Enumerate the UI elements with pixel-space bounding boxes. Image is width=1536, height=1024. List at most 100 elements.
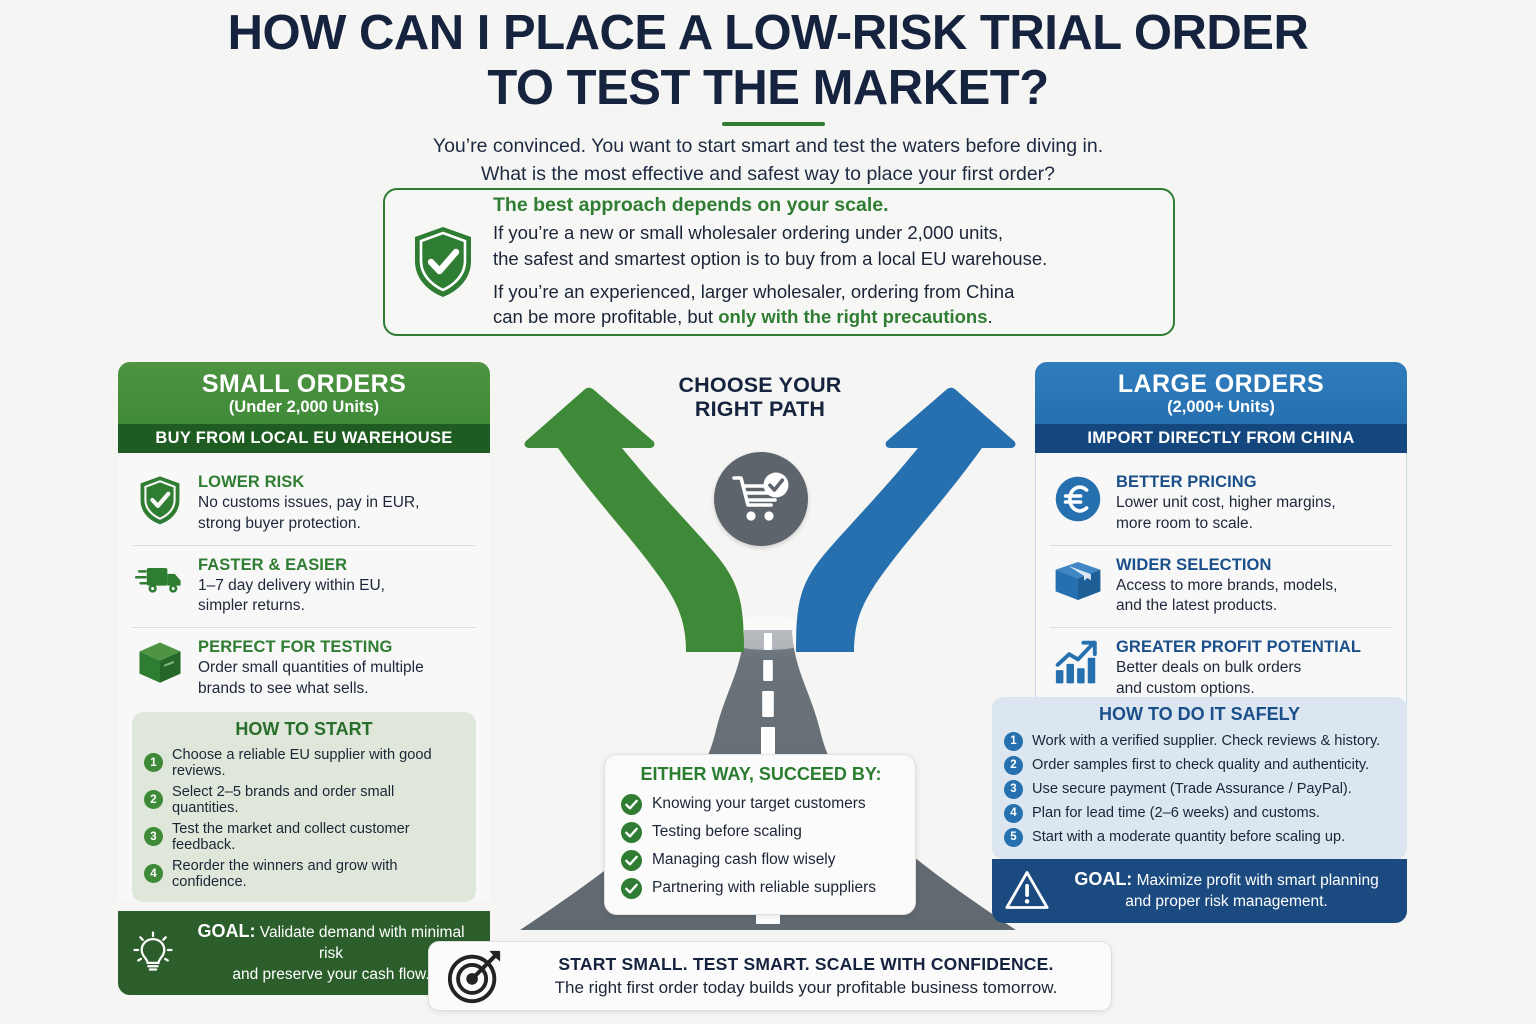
- how-to-do-it-safely-title: HOW TO DO IT SAFELY: [1098, 704, 1300, 724]
- title-underline: [722, 122, 825, 126]
- feature-desc-line-1: Lower unit cost, higher margins,: [1116, 494, 1336, 512]
- feature-heading: LOWER RISK: [198, 473, 305, 492]
- small-orders-subtitle: (Under 2,000 Units): [228, 398, 380, 417]
- either-way-box: EITHER WAY, SUCCEED BY: Knowing your tar…: [604, 754, 916, 915]
- either-way-item: Knowing your target customers: [621, 790, 901, 818]
- panel-large-orders: LARGE ORDERS (2,000+ Units) IMPORT DIREC…: [1035, 362, 1407, 735]
- growth-chart-icon: [1052, 638, 1104, 686]
- curved-arrow-right-icon: [796, 387, 1016, 652]
- either-way-text: Partnering with reliable suppliers: [652, 879, 877, 896]
- callout-para1-line2: the safest and smartest option is to buy…: [493, 247, 1048, 269]
- step-number: 3: [1004, 779, 1023, 799]
- bottom-banner-text: START SMALL. TEST SMART. SCALE WITH CONF…: [519, 954, 1093, 998]
- small-orders-goal: GOAL: Validate demand with minimal risk …: [118, 911, 490, 996]
- center-label-line-1: CHOOSE YOUR: [678, 373, 842, 397]
- step-number: 1: [144, 753, 163, 773]
- shield-check-icon: [407, 225, 479, 299]
- large-orders-subtitle: (2,000+ Units): [1167, 398, 1275, 417]
- either-way-title: EITHER WAY, SUCCEED BY:: [640, 764, 882, 784]
- goal-line-1: Validate demand with minimal risk: [259, 924, 465, 962]
- callout-para2-line1: If you’re an experienced, larger wholesa…: [493, 280, 1015, 302]
- either-way-text: Managing cash flow wisely: [652, 851, 836, 868]
- goal-line-2: and proper risk management.: [1125, 892, 1328, 910]
- large-orders-goal: GOAL: Maximize profit with smart plannin…: [992, 859, 1407, 923]
- feature-lower-risk: LOWER RISK No customs issues, pay in EUR…: [132, 463, 476, 545]
- path-arrows: [524, 387, 1016, 652]
- feature-text: WIDER SELECTION Access to more brands, m…: [1116, 556, 1390, 617]
- callout-para1-line1: If you’re a new or small wholesaler orde…: [493, 222, 1004, 244]
- shield-check-icon: [134, 473, 186, 525]
- page-title: HOW CAN I PLACE A LOW-RISK TRIAL ORDER T…: [0, 6, 1536, 116]
- center-label: CHOOSE YOUR RIGHT PATH: [640, 373, 880, 421]
- feature-desc-line-1: Order small quantities of multiple: [198, 659, 424, 677]
- goal-label: GOAL:: [1074, 869, 1133, 889]
- page-subtitle: You’re convinced. You want to start smar…: [0, 133, 1536, 189]
- feature-better-pricing: BETTER PRICING Lower unit cost, higher m…: [1050, 463, 1392, 545]
- goal-text: GOAL: Maximize profit with smart plannin…: [1060, 868, 1393, 913]
- goal-label: GOAL:: [197, 921, 256, 942]
- warning-triangle-icon: [1004, 869, 1050, 911]
- step-number: 4: [1004, 803, 1023, 823]
- feature-perfect-for-testing: PERFECT FOR TESTING Order small quantiti…: [132, 627, 476, 710]
- callout-highlight: only with the right precautions: [718, 306, 988, 328]
- bottom-banner-line-2: The right first order today builds your …: [554, 978, 1058, 997]
- step-item: 4 Plan for lead time (2–6 weeks) and cus…: [1004, 801, 1395, 825]
- feature-desc-line-2: and the latest products.: [1116, 597, 1278, 615]
- lightbulb-icon: [130, 931, 176, 975]
- feature-heading: BETTER PRICING: [1116, 473, 1257, 492]
- check-circle-icon: [621, 821, 642, 843]
- step-text: Test the market and collect customer fee…: [172, 820, 410, 853]
- center-label-line-2: RIGHT PATH: [694, 397, 826, 422]
- step-number: 3: [144, 827, 163, 847]
- check-circle-icon: [621, 793, 642, 815]
- small-orders-banner: BUY FROM LOCAL EU WAREHOUSE: [118, 424, 490, 454]
- target-dart-icon: [443, 947, 507, 1005]
- title-line-2: TO TEST THE MARKET?: [487, 60, 1049, 115]
- step-item: 1 Choose a reliable EU supplier with goo…: [144, 744, 464, 781]
- step-text: Work with a verified supplier. Check rev…: [1032, 733, 1381, 749]
- feature-text: FASTER & EASIER 1–7 day delivery within …: [198, 556, 474, 617]
- either-way-text: Testing before scaling: [652, 823, 802, 840]
- small-orders-header: SMALL ORDERS (Under 2,000 Units): [118, 362, 490, 425]
- feature-greater-profit: GREATER PROFIT POTENTIAL Better deals on…: [1050, 627, 1392, 710]
- check-circle-icon: [621, 877, 642, 899]
- feature-desc-line-2: more room to scale.: [1116, 514, 1253, 532]
- bottom-banner: START SMALL. TEST SMART. SCALE WITH CONF…: [428, 941, 1112, 1011]
- step-item: 2 Select 2–5 brands and order small quan…: [144, 781, 464, 818]
- small-orders-body: LOWER RISK No customs issues, pay in EUR…: [118, 453, 490, 903]
- step-item: 5 Start with a moderate quantity before …: [1004, 825, 1395, 849]
- step-number: 2: [1004, 755, 1023, 775]
- how-to-do-it-safely-box: HOW TO DO IT SAFELY 1 Work with a verifi…: [992, 697, 1407, 859]
- callout-para2-line2: can be more profitable, but only with th…: [493, 304, 1155, 330]
- feature-text: PERFECT FOR TESTING Order small quantiti…: [198, 638, 474, 699]
- step-number: 4: [144, 864, 163, 884]
- either-way-item: Managing cash flow wisely: [621, 846, 901, 874]
- step-text: Plan for lead time (2–6 weeks) and custo…: [1032, 805, 1320, 821]
- step-number: 5: [1004, 827, 1023, 847]
- goal-text: GOAL: Validate demand with minimal risk …: [186, 920, 476, 985]
- subtitle-line-1: You’re convinced. You want to start smar…: [432, 135, 1104, 157]
- feature-desc-line-1: 1–7 day delivery within EU,: [198, 576, 385, 594]
- shopping-cart-check-icon: [714, 452, 808, 546]
- feature-wider-selection: WIDER SELECTION Access to more brands, m…: [1050, 544, 1392, 628]
- callout-text: The best approach depends on your scale.…: [493, 194, 1155, 329]
- large-orders-bottom-section: HOW TO DO IT SAFELY 1 Work with a verifi…: [992, 697, 1407, 923]
- box-3d-icon: [1052, 556, 1104, 604]
- how-to-start-title: HOW TO START: [235, 719, 373, 740]
- either-way-item: Testing before scaling: [621, 818, 901, 846]
- either-way-item: Partnering with reliable suppliers: [621, 874, 901, 902]
- subtitle-line-2: What is the most effective and safest wa…: [480, 162, 1056, 185]
- feature-desc-line-1: Better deals on bulk orders: [1116, 659, 1302, 677]
- large-orders-body: BETTER PRICING Lower unit cost, higher m…: [1035, 453, 1407, 735]
- step-item: 1 Work with a verified supplier. Check r…: [1004, 729, 1395, 753]
- large-orders-banner: IMPORT DIRECTLY FROM CHINA: [1035, 424, 1407, 454]
- callout-heading: The best approach depends on your scale.: [493, 194, 889, 217]
- step-text: Reorder the winners and grow with confid…: [172, 857, 398, 890]
- how-to-start-box: HOW TO START 1 Choose a reliable EU supp…: [132, 712, 476, 903]
- feature-desc-line-2: brands to see what sells.: [198, 679, 369, 697]
- box-3d-icon: [134, 638, 186, 686]
- step-text: Start with a moderate quantity before sc…: [1032, 829, 1346, 845]
- feature-faster-easier: FASTER & EASIER 1–7 day delivery within …: [132, 544, 476, 628]
- feature-heading: GREATER PROFIT POTENTIAL: [1116, 638, 1362, 657]
